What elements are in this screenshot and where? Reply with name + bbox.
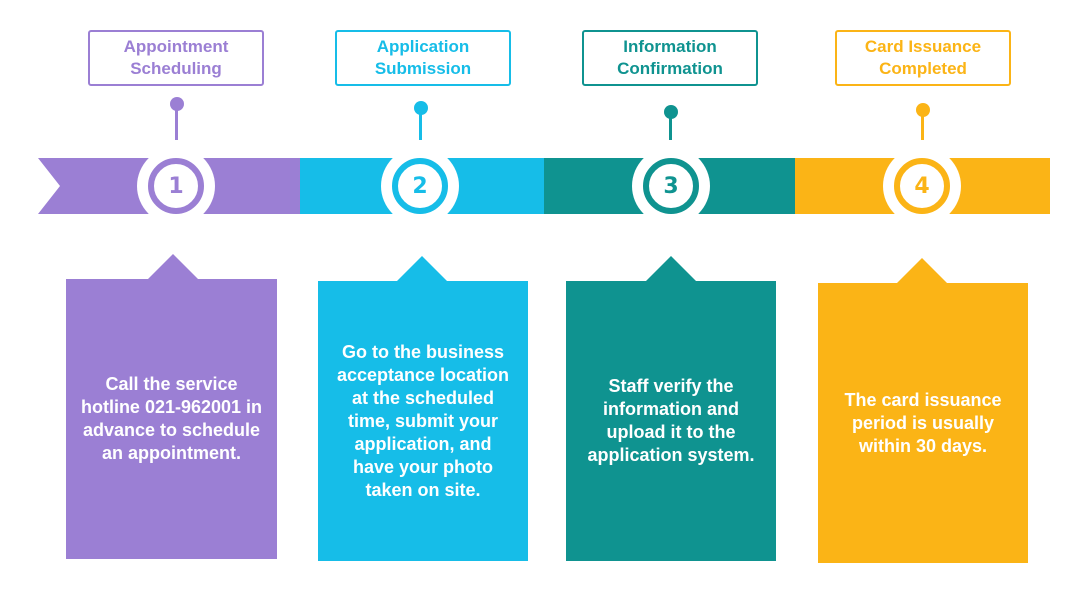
step-title-line2: Scheduling [130,59,222,78]
step-title-line2: Confirmation [617,59,723,78]
pin-line [921,116,924,140]
step-number-circle: 4 [883,147,961,225]
step-number: 3 [663,173,679,199]
step-description: The card issuance period is usually with… [844,389,1002,456]
step-description-card: Call the service hotline 021-962001 in a… [66,279,277,559]
pin-line [669,118,672,140]
step-description-card: The card issuance period is usually with… [818,283,1028,563]
card-pointer [645,256,697,282]
step-description: Go to the business acceptance location a… [336,341,510,500]
step-description: Call the service hotline 021-962001 in a… [80,374,263,463]
step-title-line1: Card Issuance [864,37,982,56]
timeline-arrow-tail [38,158,70,214]
step-title-line2: Completed [879,59,967,78]
pin-dot [170,97,184,111]
step-description: Staff verify the information and upload … [587,376,755,465]
pin-dot [916,103,930,117]
pin-dot [414,101,428,115]
pin-line [419,114,422,140]
step-number: 2 [412,173,428,199]
pin-dot [664,105,678,119]
card-pointer [147,254,199,280]
step-number: 4 [914,173,930,199]
card-pointer [896,258,948,284]
step-number-circle: 2 [381,147,459,225]
pin-line [175,110,178,140]
step-number: 1 [168,173,184,199]
step-number-circle: 3 [632,147,710,225]
step-title-line1: Information [623,37,717,56]
step-title-line1: Application [376,37,470,56]
step-title-box: Appointment Scheduling [88,30,264,86]
step-description-card: Staff verify the information and upload … [566,281,776,561]
step-title-box: Application Submission [335,30,511,86]
step-title-line2: Submission [374,59,472,78]
step-title-box: Information Confirmation [582,30,758,86]
step-title-box: Card Issuance Completed [835,30,1011,86]
step-description-card: Go to the business acceptance location a… [318,281,528,561]
card-pointer [396,256,448,282]
step-title-line1: Appointment [123,37,229,56]
step-number-circle: 1 [137,147,215,225]
